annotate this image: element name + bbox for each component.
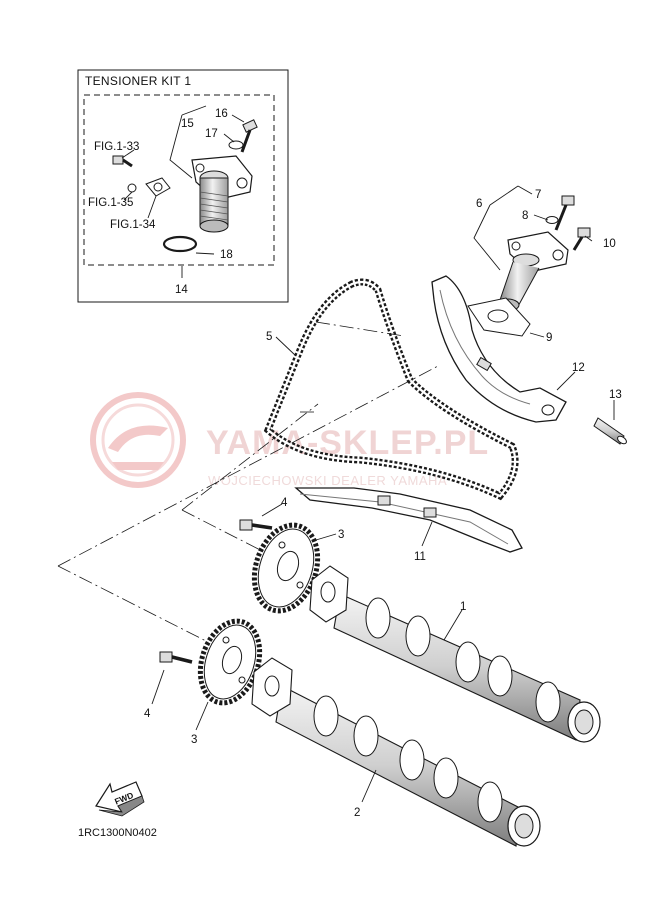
callout-11: 11	[414, 551, 426, 563]
washer-8-icon	[545, 216, 559, 224]
callout-15: 15	[181, 118, 194, 130]
callout-12: 12	[572, 362, 585, 374]
callout-4-upper: 4	[281, 497, 288, 509]
bolt-7-icon	[554, 195, 575, 231]
camshaft-2	[251, 657, 541, 847]
cam-chain-tensioner	[494, 231, 569, 312]
sprocket-bolt-upper-icon	[239, 519, 273, 531]
gasket-9-icon	[467, 297, 531, 337]
callout-10: 10	[603, 238, 616, 250]
callout-1: 1	[460, 601, 466, 613]
bolt-10-icon	[572, 227, 591, 251]
watermark-logo-icon	[90, 392, 186, 488]
callout-9: 9	[546, 332, 552, 344]
pin-13-icon	[593, 417, 627, 445]
callout-3-lower: 3	[191, 734, 197, 746]
sprocket-bolt-lower-icon	[159, 651, 193, 664]
callout-fig-1-34: FIG.1-34	[110, 219, 156, 231]
fig-1-35-washer-icon	[127, 183, 137, 193]
callout-5: 5	[266, 331, 272, 343]
assembly-lines	[57, 321, 439, 643]
fig-1-34-gasket-icon	[145, 177, 171, 197]
callout-14: 14	[175, 284, 188, 296]
callout-17: 17	[205, 128, 218, 140]
chain-guide-12	[431, 275, 567, 423]
timing-chain-5	[263, 278, 519, 501]
callout-7: 7	[535, 189, 541, 201]
chain-guide-11	[294, 487, 523, 553]
callout-16: 16	[215, 108, 228, 120]
cam-sprocket-lower	[197, 618, 263, 706]
callout-8: 8	[522, 210, 528, 222]
callout-fig-1-35: FIG.1-35	[88, 197, 133, 209]
cam-sprocket-upper	[251, 522, 321, 614]
tensioner-kit-box: TENSIONER KIT 1	[77, 69, 289, 303]
camshaft-1	[309, 565, 601, 743]
fig-1-33-bolt-icon	[112, 155, 133, 168]
fwd-arrow-icon: FWD	[95, 781, 145, 817]
washer-17-icon	[228, 140, 244, 150]
callout-2: 2	[354, 807, 360, 819]
callout-fig-1-33: FIG.1-33	[94, 141, 139, 153]
callout-6: 6	[476, 198, 482, 210]
callout-3-upper: 3	[338, 529, 344, 541]
callout-13: 13	[609, 389, 622, 401]
callout-18: 18	[220, 249, 233, 261]
tensioner-assembly-kit	[191, 155, 253, 233]
bolt-16-icon	[240, 119, 258, 153]
watermark-subtitle: WOJCIECHOWSKI DEALER YAMAHA	[208, 473, 447, 488]
o-ring-18-icon	[162, 235, 198, 253]
callout-4-lower: 4	[144, 708, 151, 720]
kit-title: TENSIONER KIT 1	[85, 74, 191, 88]
watermark-brand: YAMA-SKLEP.PL	[206, 424, 489, 462]
drawing-code: 1RC1300N0402	[78, 827, 157, 839]
watermark: YAMA-SKLEP.PL WOJCIECHOWSKI DEALER YAMAH…	[90, 392, 489, 488]
